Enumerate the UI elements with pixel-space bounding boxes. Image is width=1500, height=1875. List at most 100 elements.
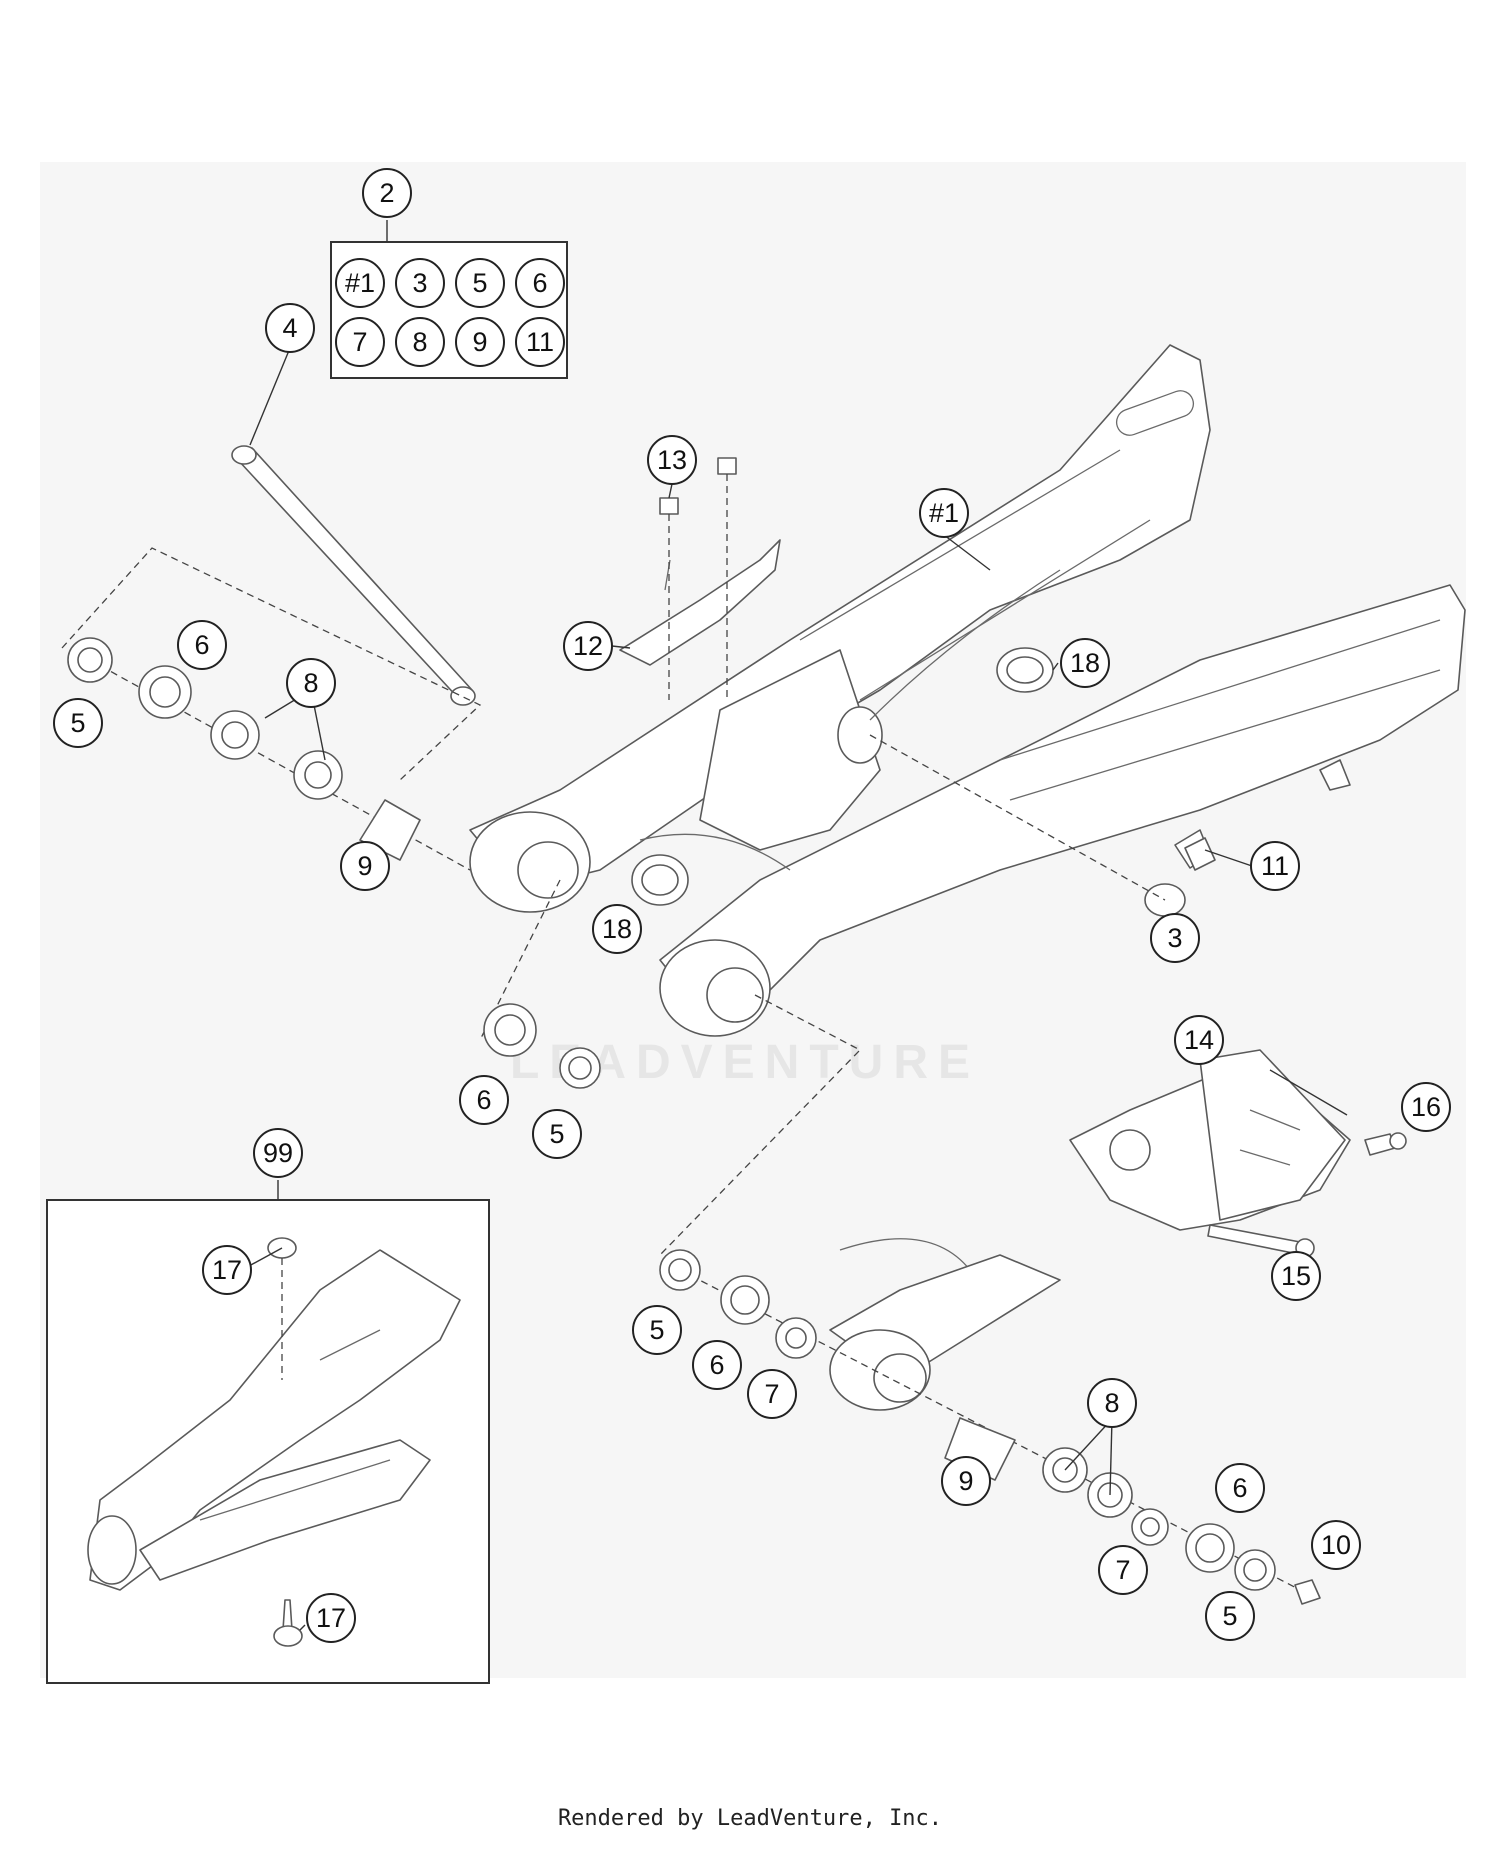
callout-circle: [1271, 1251, 1321, 1301]
callout-circle: [362, 168, 412, 218]
callout-c6c: 6: [692, 1340, 742, 1390]
callout-circle: [253, 1128, 303, 1178]
callout-label: 11: [1261, 851, 1289, 881]
pivot-bolt: [231, 445, 476, 706]
callout-circle: [692, 1340, 742, 1390]
callout-c7b: 7: [1098, 1545, 1148, 1595]
callout-c5a: 5: [53, 698, 103, 748]
callout-label: 9: [958, 1466, 973, 1496]
callout-c3: 3: [1150, 913, 1200, 963]
callout-label: 6: [709, 1350, 724, 1380]
callout-circle: [459, 1075, 509, 1125]
callout-c7a: 7: [747, 1369, 797, 1419]
callout-label: 5: [1222, 1601, 1237, 1631]
callout-c5b: 5: [532, 1109, 582, 1159]
callout-label: 8: [412, 327, 427, 357]
callout-c4: 4: [265, 303, 315, 353]
kit-item-3: 6: [515, 258, 565, 308]
callout-c14: 14: [1174, 1015, 1224, 1065]
callout-circle: [515, 258, 565, 308]
callout-c10: 10: [1311, 1520, 1361, 1570]
screw-17-lower: [273, 1599, 303, 1647]
chain-slider-assembly: [87, 1249, 461, 1591]
callout-circle: [747, 1369, 797, 1419]
callout-c6d: 6: [1215, 1463, 1265, 1513]
callout-c6b: 6: [459, 1075, 509, 1125]
kit-item-6: 9: [455, 317, 505, 367]
callout-c8a: 8: [286, 658, 336, 708]
callout-c13: 13: [647, 435, 697, 485]
callout-c12: 12: [563, 621, 613, 671]
callout-label: 18: [1070, 648, 1100, 678]
seal-stack-center: [479, 879, 601, 1089]
swingarm: [469, 344, 1466, 1037]
callout-label: 7: [1115, 1555, 1130, 1585]
callout-label: 5: [649, 1315, 664, 1345]
callout-circle: [395, 317, 445, 367]
callout-c9b: 9: [941, 1456, 991, 1506]
bearing-ring-18-upper-inner: [1006, 656, 1044, 684]
callout-circle: [340, 841, 390, 891]
callout-circle: [1098, 1545, 1148, 1595]
bolt-13-left: [659, 497, 679, 700]
callout-circle: [202, 1245, 252, 1295]
bearing-ring-18-lower-inner: [641, 864, 679, 896]
callout-label: 6: [194, 630, 209, 660]
callout-label: 8: [303, 668, 318, 698]
part-11: [1184, 837, 1216, 871]
callout-circle: [286, 658, 336, 708]
callout-label: 11: [526, 327, 554, 357]
callout-circle: [647, 435, 697, 485]
chain-guide: [1069, 1049, 1351, 1231]
callout-c5d: 5: [1205, 1591, 1255, 1641]
bolt-16: [1364, 1132, 1407, 1156]
callout-circle: [177, 620, 227, 670]
kit-item-5: 8: [395, 317, 445, 367]
callout-label: 6: [476, 1085, 491, 1115]
callout-circle: [515, 317, 565, 367]
callout-circle: [1250, 841, 1300, 891]
kit-item-4: 7: [335, 317, 385, 367]
kit-item-7: 11: [515, 317, 565, 367]
callout-label: 5: [472, 268, 487, 298]
callout-label: 3: [412, 268, 427, 298]
callout-circle: [53, 698, 103, 748]
callout-circle: [919, 488, 969, 538]
callout-label: 12: [573, 631, 603, 661]
callout-circle: [455, 258, 505, 308]
callout-c18b: 18: [592, 904, 642, 954]
callout-c1: #1: [919, 488, 969, 538]
callout-circle: [563, 621, 613, 671]
callout-circle: [632, 1305, 682, 1355]
callout-circle: [395, 258, 445, 308]
footer-credit: Rendered by LeadVenture, Inc.: [557, 1806, 943, 1831]
callout-label: 5: [549, 1119, 564, 1149]
callout-label: 7: [352, 327, 367, 357]
callout-label: 9: [357, 851, 372, 881]
callout-c5c: 5: [632, 1305, 682, 1355]
callout-c17a: 17: [202, 1245, 252, 1295]
callout-circle: [941, 1456, 991, 1506]
callout-circle: [592, 904, 642, 954]
callout-label: 16: [1411, 1092, 1441, 1122]
lower-arm-section: [829, 1238, 1061, 1411]
callout-circle: [306, 1593, 356, 1643]
callout-label: 18: [602, 914, 632, 944]
callout-circle: [1150, 913, 1200, 963]
kit-item-0: #1: [335, 258, 385, 308]
callout-label: 14: [1184, 1025, 1214, 1055]
callout-label: 10: [1321, 1530, 1351, 1560]
bolt-13-right: [717, 457, 737, 700]
callout-circle: [1060, 638, 1110, 688]
callout-c8b: 8: [1087, 1378, 1137, 1428]
callout-circle: [1174, 1015, 1224, 1065]
callout-circle: [1401, 1082, 1451, 1132]
chain-slider: [619, 539, 781, 666]
kit-box-label: 2: [362, 168, 412, 218]
callout-circle: [1087, 1378, 1137, 1428]
callout-label: 15: [1281, 1261, 1311, 1291]
callout-label: 2: [379, 178, 394, 208]
kit-item-2: 5: [455, 258, 505, 308]
